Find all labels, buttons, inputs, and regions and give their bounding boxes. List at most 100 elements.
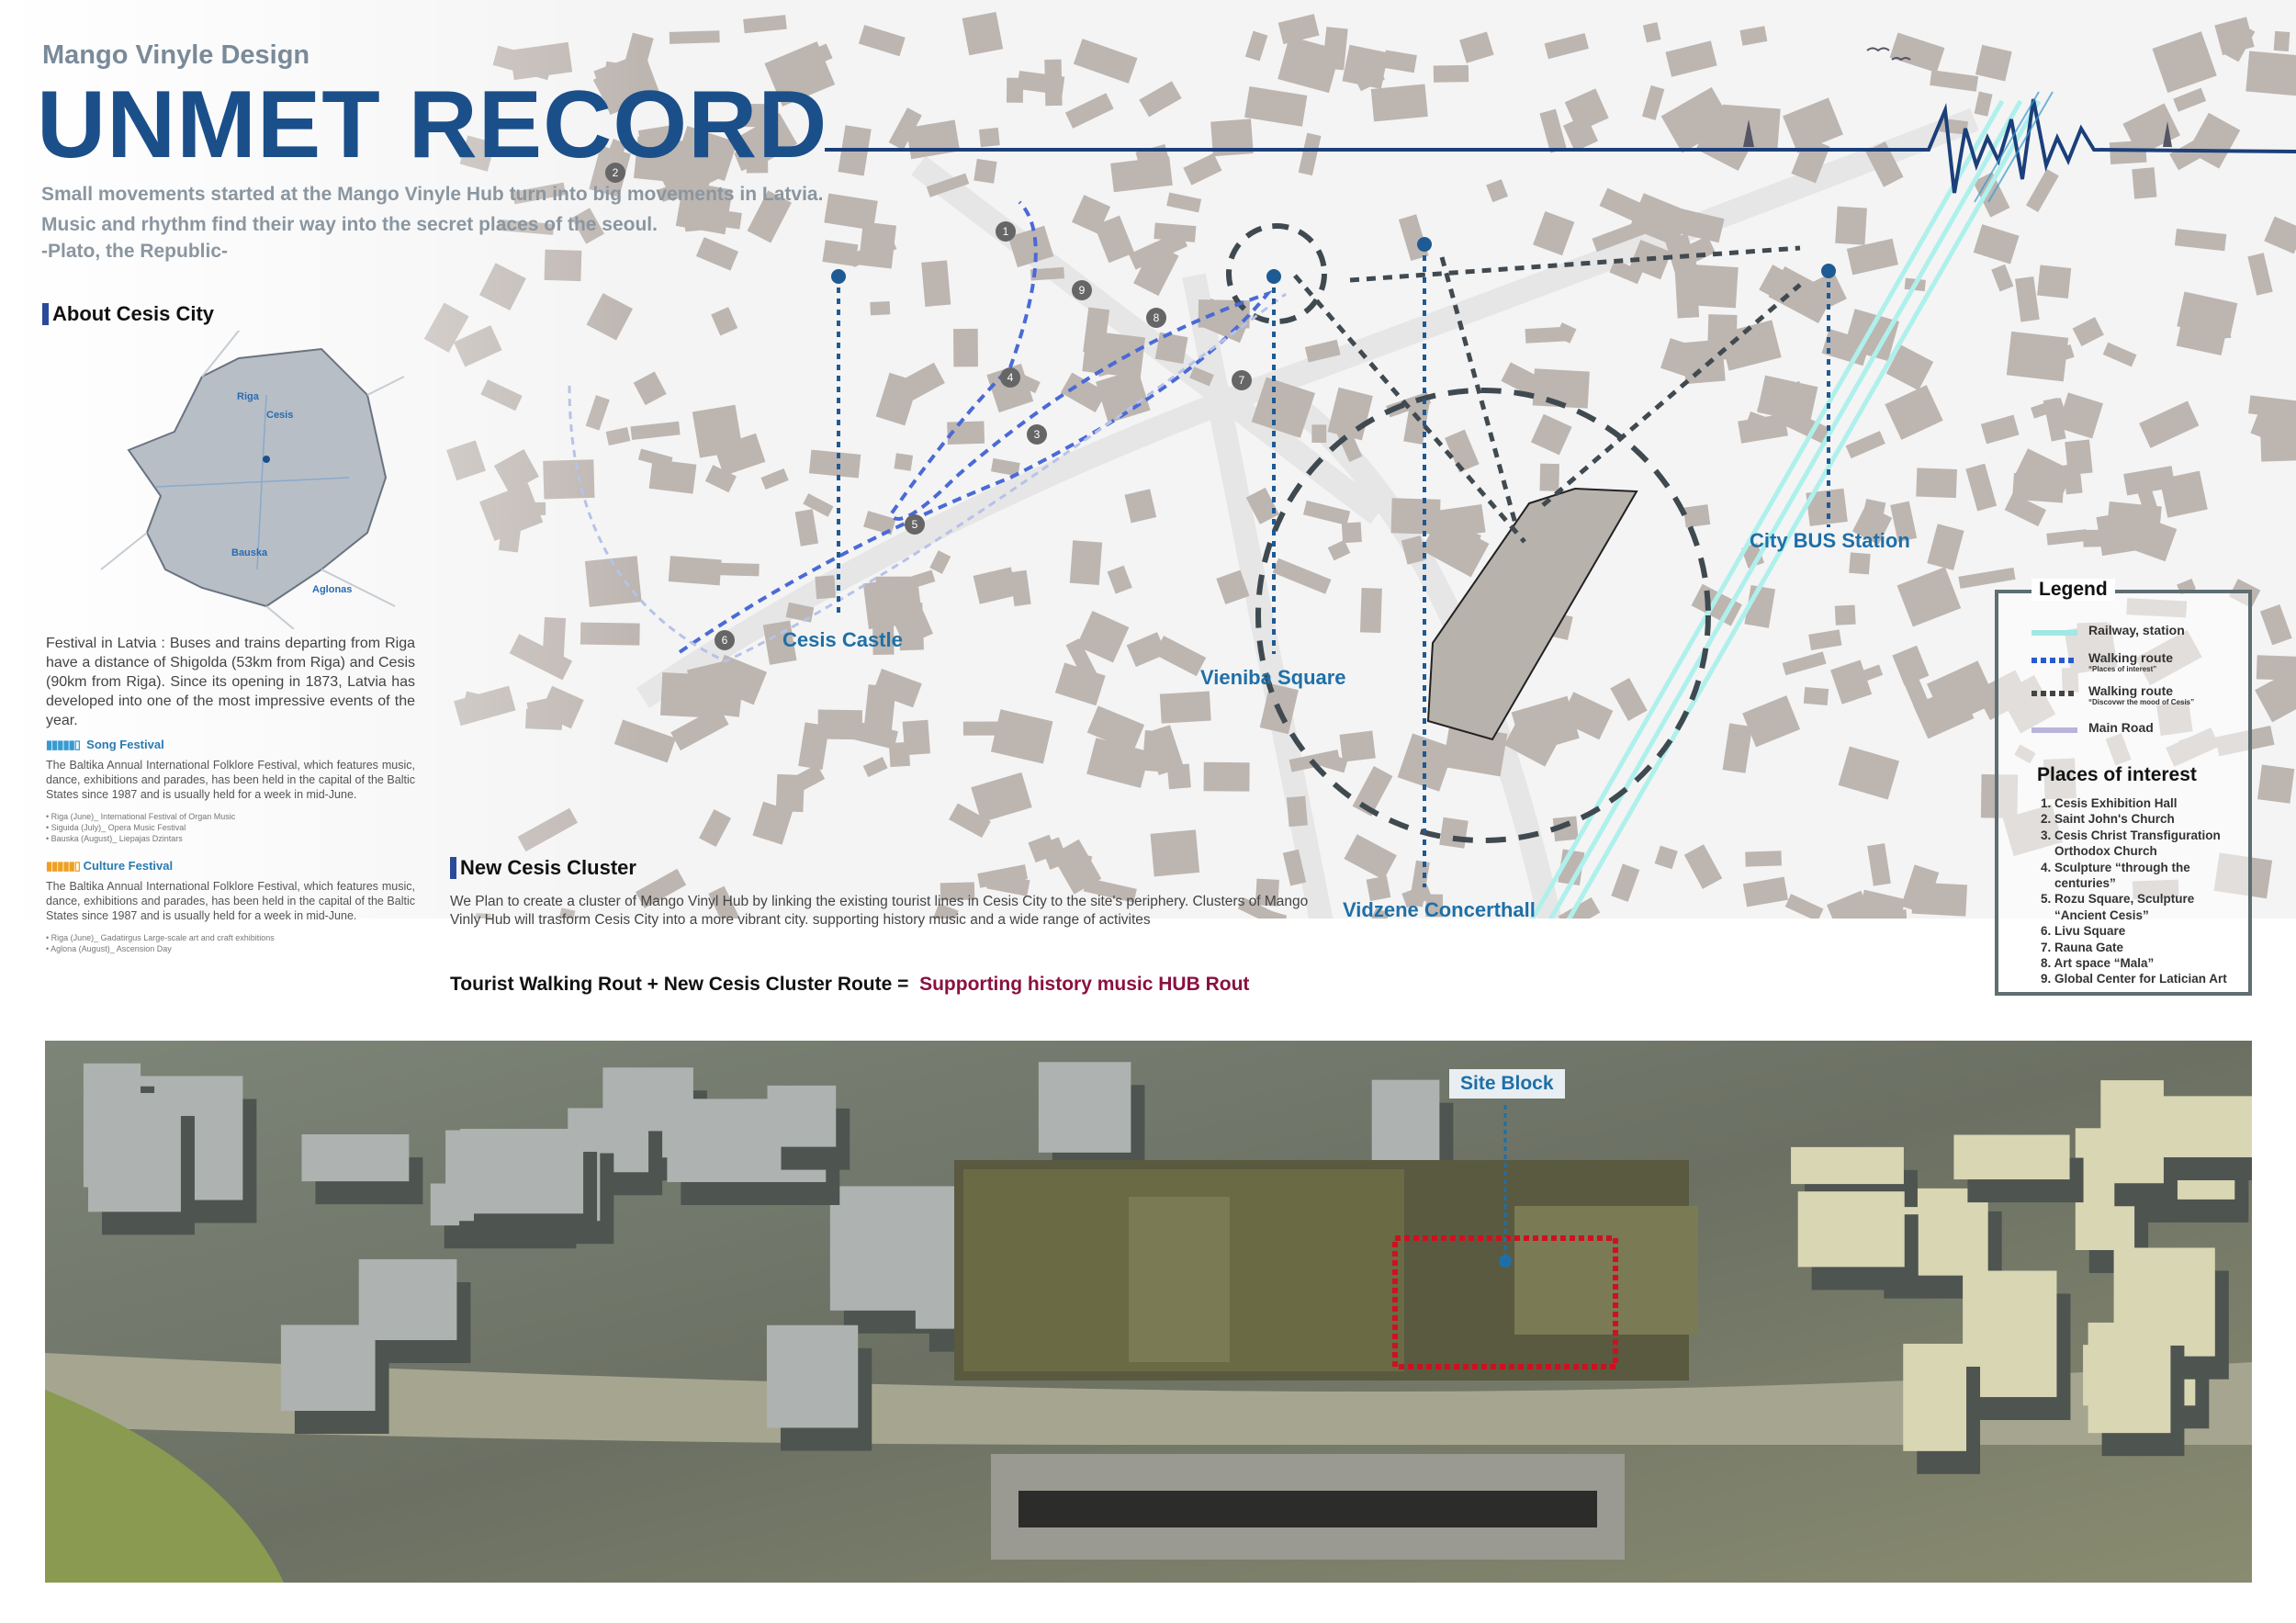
- poi-marker: [715, 630, 735, 650]
- walking-route-mood: [1293, 245, 1802, 544]
- legend-main-road: Main Road: [2088, 720, 2154, 735]
- poi-marker: [605, 163, 625, 183]
- poi-marker: [1027, 424, 1047, 445]
- poi-marker: [905, 514, 925, 535]
- poi-item: 9. Global Center for Latician Art: [2041, 972, 2227, 986]
- aerial-building: [1038, 1062, 1131, 1153]
- culture-festival-item: Aglona (August)_ Ascension Day: [51, 944, 172, 953]
- festival-intro: Festival in Latvia : Buses and trains de…: [46, 636, 415, 728]
- aerial-building: [2156, 1096, 2252, 1157]
- bird-icon: [1866, 47, 1911, 62]
- route-result: Supporting history music HUB Rout: [919, 974, 1250, 995]
- culture-festival-item: Riga (June)_ Gadatirgus Large-scale art …: [51, 933, 275, 942]
- legend-sub: “Discovwr the mood of Cesis”: [2088, 698, 2195, 706]
- aerial-building: [280, 1324, 376, 1412]
- walking-route-mood-swatch: [2032, 691, 2077, 696]
- location-pins: [831, 237, 1836, 887]
- about-heading: About Cesis City: [42, 303, 214, 325]
- inset-label-aglonas: Aglonas: [312, 584, 352, 595]
- song-festival-item: Siguida (July)_ Opera Music Festival: [51, 823, 186, 832]
- label-cesis-castle: Cesis Castle: [782, 628, 903, 651]
- subtitle-line-1: Small movements started at the Mango Vin…: [41, 184, 824, 205]
- subtitle-quote: -Plato, the Republic-: [41, 241, 229, 262]
- label-city-bus-station: City BUS Station: [1750, 529, 1910, 552]
- poi-item: 3. Cesis Christ Transfiguration Orthodox…: [2041, 828, 2221, 859]
- poi-marker: [1232, 370, 1252, 390]
- aerial-building: [1953, 1134, 2070, 1180]
- legend-walking-route-places: Walking route: [2088, 650, 2174, 665]
- song-festival-item: Bauska (August)_ Liepajas Dzintars: [51, 834, 183, 843]
- legend-panel: Legend Railway, station Walking route“Pl…: [1995, 579, 2252, 996]
- poi-number: 8: [1154, 311, 1160, 324]
- legend-sub: “Places of interest”: [2088, 665, 2157, 673]
- brand-name: Mango Vinyle Design: [42, 40, 310, 70]
- about-text-column: Festival in Latvia : Buses and trains de…: [46, 634, 415, 954]
- cluster-heading: New Cesis Cluster: [450, 857, 636, 879]
- aerial-building: [1903, 1343, 1967, 1451]
- poi-number: 7: [1239, 374, 1245, 387]
- site-block-label: Site Block: [1449, 1069, 1565, 1099]
- poi-marker: [1000, 367, 1020, 388]
- culture-festival-block: ▮▮▮▮▮▯ Culture Festival The Baltika Annu…: [46, 859, 415, 953]
- aerial-building: [87, 1092, 181, 1212]
- poi-item: 6. Livu Square: [2041, 924, 2126, 939]
- culture-festival-text: The Baltika Annual International Folklor…: [46, 880, 415, 922]
- site-outline: [1426, 487, 1638, 741]
- aerial-building: [766, 1324, 859, 1428]
- poi-markers: 1 2 3 4 5 6 7 8 9: [605, 163, 1252, 650]
- record-heartbeat-line: [825, 98, 2296, 194]
- aerial-building: [460, 1128, 584, 1214]
- aerial-building: [301, 1133, 410, 1182]
- poi-item: 1. Cesis Exhibition Hall: [2041, 796, 2178, 810]
- poi-item: 2. Saint John's Church: [2041, 812, 2175, 827]
- cluster-text: We Plan to create a cluster of Mango Vin…: [450, 894, 1309, 928]
- route-equation: Tourist Walking Rout + New Cesis Cluster…: [450, 974, 909, 995]
- poi-number: 6: [722, 634, 728, 647]
- song-festival-block: ▮▮▮▮▮▯ Song Festival The Baltika Annual …: [46, 738, 415, 843]
- aerial-building: [1797, 1191, 1905, 1268]
- aerial-building: [1791, 1146, 1904, 1185]
- main-road-route: [568, 292, 1287, 663]
- song-festival-text: The Baltika Annual International Folklor…: [46, 759, 415, 801]
- main-road-swatch: [2032, 727, 2077, 733]
- song-festival-bar-icon: ▮▮▮▮▮▯: [46, 738, 81, 751]
- label-vidzene-concerthall: Vidzene Concerthall: [1343, 898, 1536, 921]
- page-title: UNMET RECORD: [37, 72, 828, 178]
- aerial-building: [2100, 1080, 2164, 1184]
- railway-swatch: [2032, 630, 2077, 636]
- poi-item: 8. Art space “Mala”: [2041, 956, 2155, 971]
- poi-title: Places of interest: [2037, 764, 2197, 785]
- culture-festival-title: Culture Festival: [83, 859, 174, 873]
- song-festival-item: Riga (June)_ International Festival of O…: [51, 812, 236, 821]
- culture-festival-bar-icon: ▮▮▮▮▮▯: [46, 859, 81, 873]
- poi-item: 7. Rauna Gate: [2041, 940, 2124, 954]
- poi-item: 5. Rozu Square, Sculpture “Ancient Cesis…: [2041, 892, 2195, 922]
- aerial-building: [767, 1085, 837, 1147]
- label-vieniba-square: Vieniba Square: [1200, 666, 1346, 689]
- poi-number: 4: [1007, 371, 1014, 384]
- inset-label-bauska: Bauska: [231, 547, 268, 558]
- poi-number: 9: [1079, 284, 1086, 297]
- legend-title: Legend: [2032, 579, 2115, 601]
- legend-walking-route-mood: Walking route: [2088, 683, 2174, 698]
- inset-label-cesis: Cesis: [266, 410, 293, 421]
- song-festival-title: Song Festival: [86, 738, 164, 751]
- site-radius-circle: [1255, 388, 1711, 843]
- poi-number: 2: [613, 166, 619, 179]
- inset-label-riga: Riga: [237, 391, 260, 402]
- poi-marker: [996, 221, 1016, 242]
- aerial-site-render: [45, 1041, 2252, 1583]
- poi-number: 1: [1003, 225, 1009, 238]
- poi-marker: [1072, 280, 1092, 300]
- square-circle: [1226, 223, 1327, 324]
- legend-railway: Railway, station: [2088, 623, 2185, 637]
- poi-marker: [1146, 308, 1166, 328]
- poi-item: 4. Sculpture “through the centuries”: [2041, 860, 2190, 891]
- poi-number: 3: [1034, 428, 1041, 441]
- poi-list: 1. Cesis Exhibition Hall 2. Saint John's…: [2041, 795, 2248, 987]
- walking-route-places-swatch: [2032, 658, 2077, 663]
- latvia-inset-map: Riga Cesis Bauska Aglonas: [100, 331, 405, 629]
- poi-number: 5: [912, 518, 918, 531]
- subtitle-line-2: Music and rhythm find their way into the…: [41, 214, 658, 235]
- aerial-building: [2088, 1322, 2171, 1434]
